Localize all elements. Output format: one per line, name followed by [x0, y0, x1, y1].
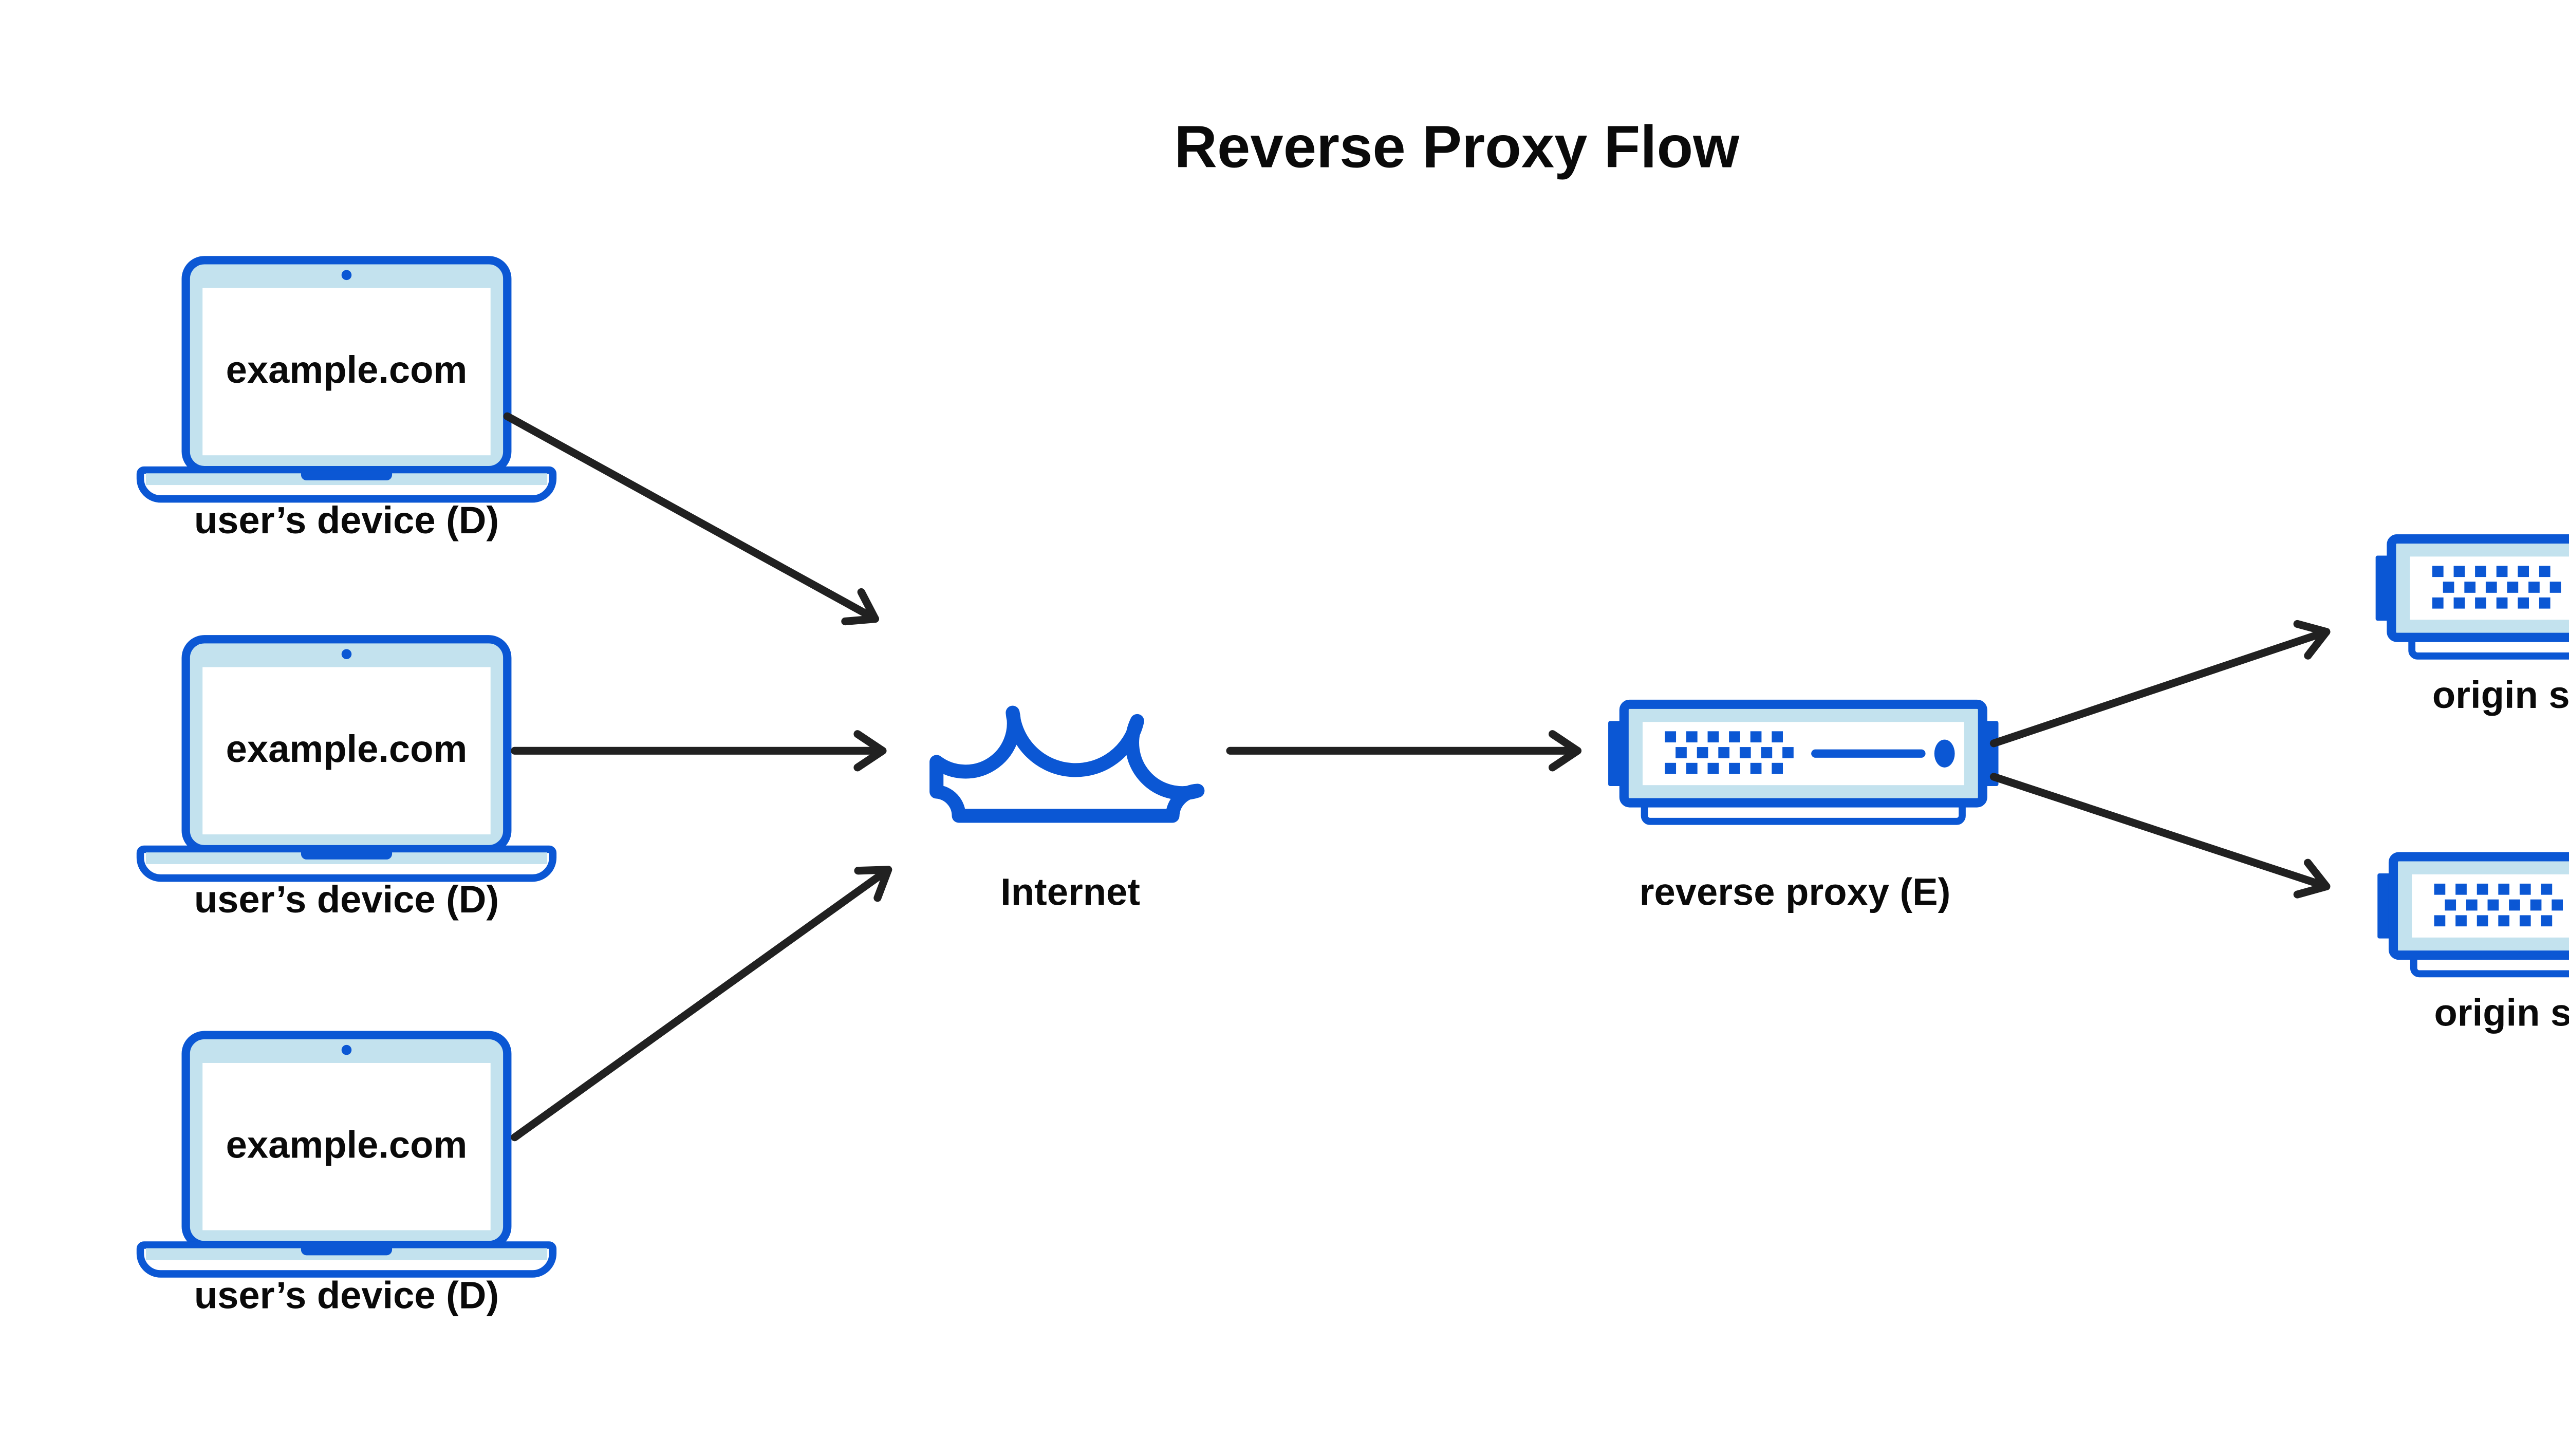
page-title: Reverse Proxy Flow	[1174, 114, 1740, 180]
server-icon	[2376, 539, 2569, 656]
server-icon	[2377, 856, 2569, 974]
reverse-proxy-node: reverse proxy (E)	[1608, 704, 1998, 913]
arrow-proxy-to-origin2	[1989, 773, 2331, 899]
arrowhead-icon	[853, 730, 887, 772]
arrow-internet-to-proxy	[1226, 730, 1581, 772]
reverse-proxy-label: reverse proxy (E)	[1640, 871, 1951, 913]
arrow-device2-to-internet	[511, 730, 887, 772]
origin-server-label: origin server (F)	[2432, 674, 2569, 716]
cloud-icon	[929, 705, 1205, 823]
internet-node: Internet	[929, 705, 1205, 913]
arrowhead-icon	[2293, 858, 2331, 899]
arrowhead-icon	[2293, 620, 2331, 660]
arrow-device3-to-internet	[511, 866, 892, 1142]
device-screen-text: example.com	[226, 727, 468, 770]
device-node-1: example.com user’s device (D)	[140, 260, 553, 542]
arrow-proxy-to-origin1	[1989, 620, 2331, 748]
arrowhead-icon	[841, 588, 879, 626]
arrow-device1-to-internet	[503, 412, 879, 626]
device-node-3: example.com user’s device (D)	[140, 1035, 553, 1316]
device-label: user’s device (D)	[194, 1274, 499, 1316]
origin-server-node-1: origin server (F)	[2376, 539, 2569, 716]
device-label: user’s device (D)	[194, 499, 499, 542]
device-node-2: example.com user’s device (D)	[140, 639, 553, 921]
arrowhead-icon	[854, 866, 892, 902]
device-screen-text: example.com	[226, 1123, 468, 1166]
server-icon	[1608, 704, 1998, 822]
arrowhead-icon	[1548, 730, 1581, 772]
origin-server-label: origin server (F)	[2434, 992, 2569, 1034]
device-screen-text: example.com	[226, 348, 468, 391]
device-label: user’s device (D)	[194, 878, 499, 921]
origin-server-node-2: origin server (F)	[2377, 856, 2569, 1034]
internet-label: Internet	[1000, 871, 1140, 913]
